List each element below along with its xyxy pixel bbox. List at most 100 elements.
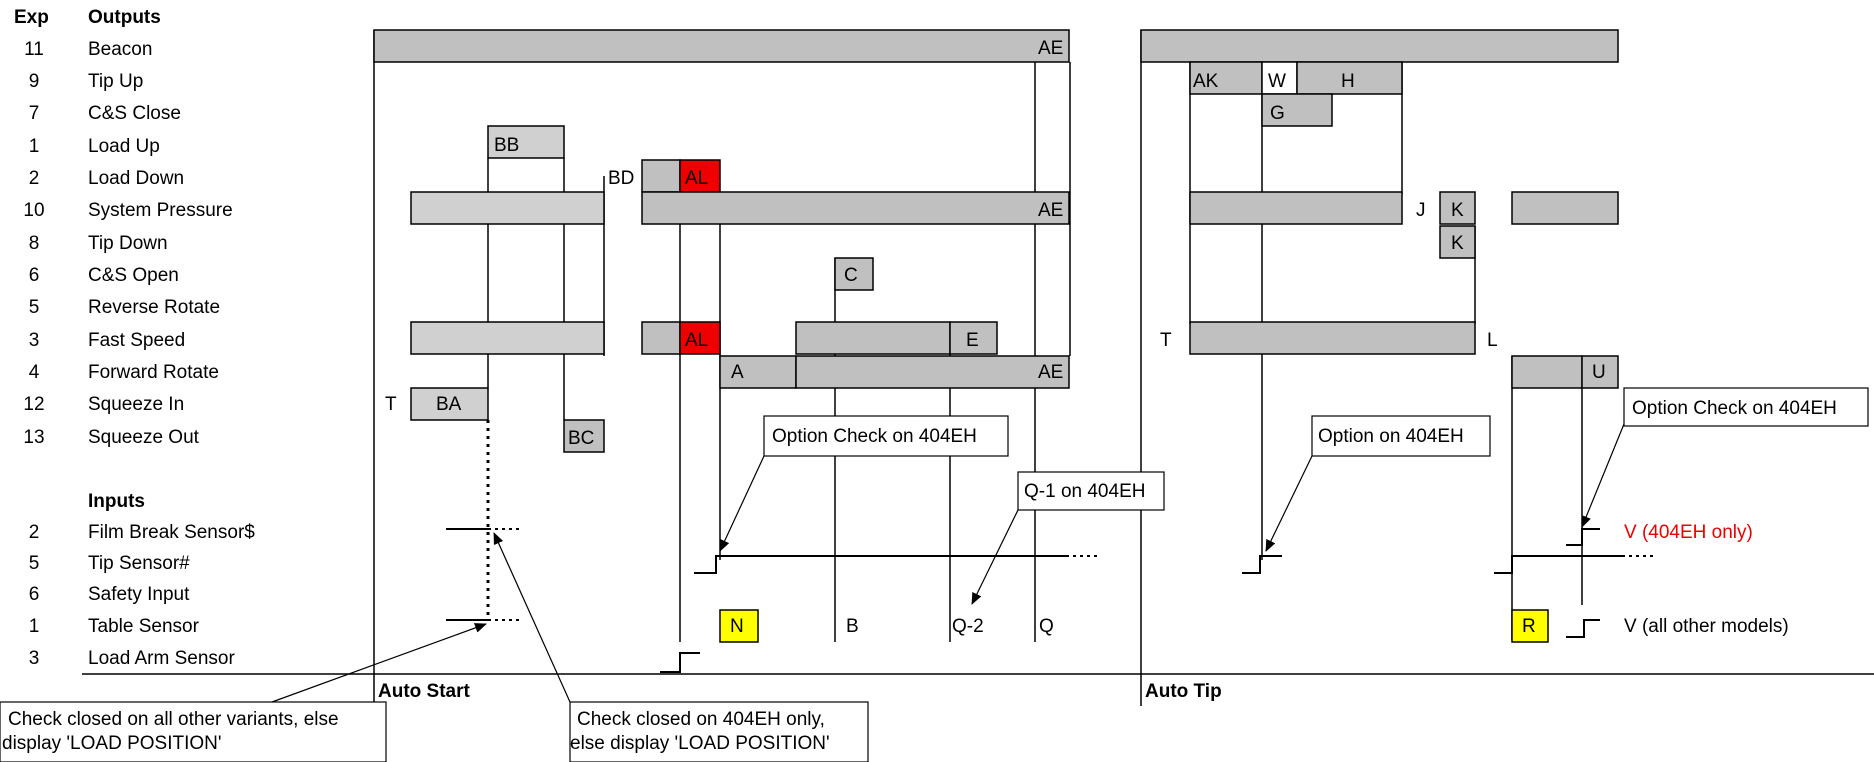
frame <box>82 30 1874 706</box>
load-down-bar <box>641 159 681 193</box>
callout-arrow <box>493 532 571 703</box>
signal-trace <box>1494 555 1622 574</box>
step-label-u: U <box>1592 362 1606 383</box>
output-name: Squeeze In <box>88 394 184 415</box>
callout-check-404: Check closed on 404EH only, <box>577 709 825 730</box>
input-name: Load Arm Sensor <box>88 648 235 669</box>
step-k <box>1439 225 1476 259</box>
callout-box <box>569 701 869 762</box>
beacon-bar-auto-tip <box>1140 29 1619 63</box>
step-r <box>1511 609 1549 643</box>
output-exp: 3 <box>29 330 40 351</box>
output-exp: 7 <box>29 103 40 124</box>
output-bars <box>373 29 1619 643</box>
callout-q1: Q-1 on 404EH <box>1024 481 1145 502</box>
system-pressure-bar <box>641 191 1070 225</box>
step-label-t: T <box>385 394 397 415</box>
alarm-al <box>679 321 721 355</box>
exp-column-header: Exp <box>14 7 49 28</box>
step-label-al: AL <box>685 168 708 189</box>
inputs-header: Inputs <box>88 491 145 512</box>
output-name: Load Up <box>88 136 160 157</box>
step-label-h: H <box>1341 71 1355 92</box>
callout-box <box>1311 415 1491 457</box>
fast-speed-bar <box>1189 321 1476 355</box>
input-traces <box>446 528 1656 673</box>
callout-arrow <box>271 623 487 703</box>
output-exp: 9 <box>29 71 40 92</box>
step-label-g: G <box>1270 103 1285 124</box>
step-u <box>1581 355 1619 389</box>
output-name: System Pressure <box>88 200 233 221</box>
step-h <box>1296 61 1403 95</box>
step-label-l: L <box>1487 330 1498 351</box>
outputs-header: Outputs <box>88 7 161 28</box>
auto-tip-label: Auto Tip <box>1145 681 1222 702</box>
signal-trace <box>660 652 700 673</box>
fast-speed-bar <box>795 321 951 355</box>
step-ak <box>1189 61 1263 95</box>
input-name: Film Break Sensor$ <box>88 522 255 543</box>
step-bb <box>487 125 565 159</box>
step-g <box>1261 93 1333 127</box>
output-name: C&S Open <box>88 265 179 286</box>
forward-rotate-bar <box>1511 355 1583 389</box>
step-label-q: Q <box>1039 616 1054 637</box>
step-label-ae: AE <box>1038 200 1063 221</box>
step-labels: AE AE AE BB BD AL AL C E A T BA BC N B Q… <box>385 38 1606 637</box>
output-exp: 4 <box>29 362 40 383</box>
step-label-k: K <box>1451 200 1464 221</box>
output-exp: 5 <box>29 297 40 318</box>
step-e <box>949 321 998 355</box>
callout-check-all: Check closed on all other variants, else <box>8 709 339 730</box>
signal-trace <box>1566 528 1600 546</box>
output-exp: 12 <box>23 394 44 415</box>
step-k <box>1439 191 1476 225</box>
step-label-q2: Q-2 <box>952 616 984 637</box>
step-label-bd: BD <box>608 168 634 189</box>
callout-option-check: Option Check on 404EH <box>1632 398 1837 419</box>
step-bc <box>563 419 605 453</box>
callout-arrow <box>719 455 765 552</box>
step-label-a: A <box>731 362 744 383</box>
step-label-bb: BB <box>494 135 519 156</box>
callout-arrow <box>971 509 1019 605</box>
system-pressure-bar <box>1189 191 1403 225</box>
step-label-e: E <box>966 330 979 351</box>
callout-option-check: Option Check on 404EH <box>772 426 977 447</box>
output-exp: 13 <box>23 427 44 448</box>
callout-check-404: else display 'LOAD POSITION' <box>570 733 830 754</box>
callout-box <box>1623 387 1869 427</box>
output-exp: 10 <box>23 200 44 221</box>
v-other-label: V (all other models) <box>1624 616 1789 637</box>
step-a <box>719 355 797 389</box>
input-name: Tip Sensor# <box>88 553 190 574</box>
step-label-w: W <box>1268 71 1286 92</box>
output-exp: 1 <box>29 136 40 157</box>
step-label-bc: BC <box>568 428 594 449</box>
callout-arrow <box>1581 423 1625 528</box>
step-w <box>1261 61 1298 95</box>
signal-trace <box>1566 619 1600 638</box>
step-label-ae: AE <box>1038 362 1063 383</box>
callout-box <box>1017 471 1165 511</box>
signal-trace <box>1242 555 1282 574</box>
input-exp: 2 <box>29 522 40 543</box>
input-exp: 6 <box>29 584 40 605</box>
output-name: Tip Up <box>88 71 143 92</box>
input-exp: 1 <box>29 616 40 637</box>
step-label-b: B <box>846 616 859 637</box>
fast-speed-bar <box>410 321 605 355</box>
output-name: C&S Close <box>88 103 181 124</box>
system-pressure-bar <box>410 191 605 225</box>
step-label-j: J <box>1416 200 1426 221</box>
step-label-ae: AE <box>1038 38 1063 59</box>
step-label-c: C <box>844 265 858 286</box>
input-name: Table Sensor <box>88 616 200 637</box>
input-exp: 5 <box>29 553 40 574</box>
input-name: Safety Input <box>88 584 190 605</box>
output-name: Load Down <box>88 168 184 189</box>
output-name: Squeeze Out <box>88 427 200 448</box>
auto-start-label: Auto Start <box>378 681 471 702</box>
